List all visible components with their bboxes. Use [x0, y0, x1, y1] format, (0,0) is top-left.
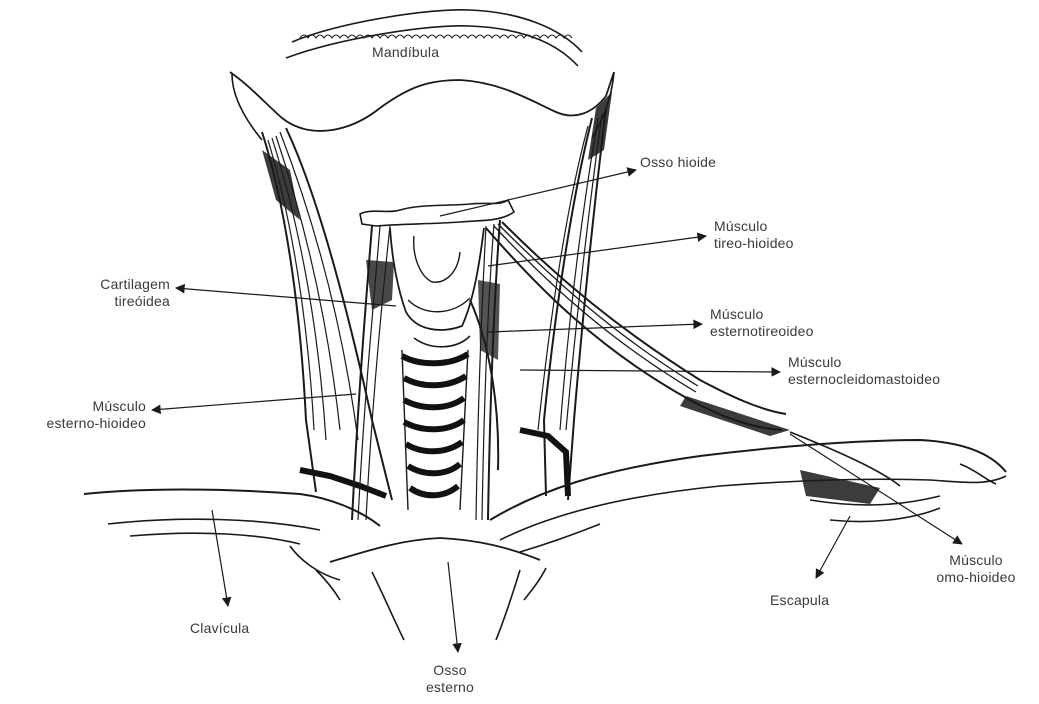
arrow-esternocleidomastoideo [520, 370, 780, 372]
arrow-escapula [816, 516, 850, 578]
label-line: Cartilagem [82, 276, 170, 293]
arrow-osso-esterno [448, 562, 458, 652]
label-cartilagem-tireoidea: Cartilagem tireóidea [82, 276, 170, 310]
label-line: Escapula [770, 592, 829, 609]
label-line: esterno-hioideo [30, 415, 146, 432]
label-line: omo-hioideo [926, 569, 1026, 586]
label-osso-hioide: Osso hioide [640, 154, 716, 171]
label-line: Músculo [926, 552, 1026, 569]
label-line: Clavícula [190, 620, 249, 637]
label-line: esternocleidomastoideo [788, 371, 940, 388]
label-musculo-esternotireoideo: Músculo esternotireoideo [710, 306, 814, 340]
label-line: Mandíbula [372, 44, 439, 61]
label-line: Músculo [30, 398, 146, 415]
label-musculo-esternocleidomastoideo: Músculo esternocleidomastoideo [788, 354, 940, 388]
label-line: esternotireoideo [710, 323, 814, 340]
label-line: tireóidea [82, 293, 170, 310]
mandible-drawing [230, 10, 614, 140]
label-line: Músculo [710, 306, 814, 323]
tracheal-rings [402, 354, 468, 495]
arrow-esterno-hioideo [152, 394, 356, 410]
larynx-and-trachea [390, 228, 484, 510]
label-clavicula: Clavícula [190, 620, 249, 637]
arrow-clavicula [212, 510, 228, 606]
arrow-esternotireoideo [488, 324, 702, 332]
label-line: tireo-hioideo [714, 235, 794, 252]
label-line: Músculo [788, 354, 940, 371]
label-osso-esterno: Osso esterno [420, 662, 480, 696]
label-line: Músculo [714, 218, 794, 235]
sternum [316, 538, 546, 640]
label-line: Osso hioide [640, 154, 716, 171]
label-line: Osso [420, 662, 480, 679]
label-escapula: Escapula [770, 592, 829, 609]
label-musculo-esterno-hioideo: Músculo esterno-hioideo [30, 398, 146, 432]
label-musculo-omo-hioideo: Músculo omo-hioideo [926, 552, 1026, 586]
leader-lines [152, 170, 962, 652]
label-mandibula: Mandíbula [372, 44, 439, 61]
label-musculo-tireo-hioideo: Músculo tireo-hioideo [714, 218, 794, 252]
arrow-cartilagem-tireoidea [176, 288, 396, 306]
arrow-osso-hioide [440, 170, 636, 216]
label-line: esterno [420, 679, 480, 696]
